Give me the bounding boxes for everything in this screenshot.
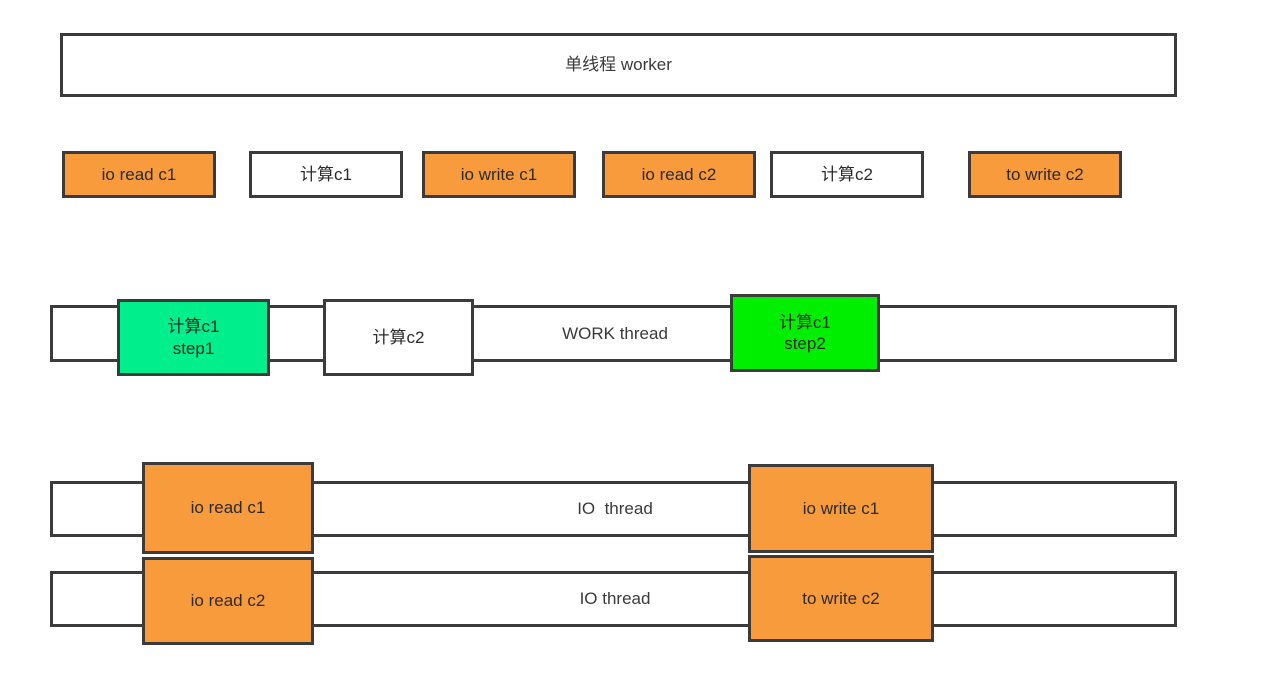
io-thread-track-1-label: IO thread: [577, 499, 653, 518]
step-io-read-c2-label: io read c2: [641, 164, 717, 184]
step-compute-c1-label: 计算c1: [300, 164, 352, 184]
io-block-read-c2-label: io read c2: [190, 591, 266, 611]
single-thread-worker-title-box: 单线程 worker: [60, 33, 1177, 97]
work-block-compute-c2-label: 计算c2: [372, 327, 425, 347]
step-to-write-c2-label: to write c2: [1006, 164, 1084, 184]
io-thread-track-2-label: IO thread: [579, 589, 651, 608]
step-io-write-c1[interactable]: io write c1: [422, 151, 576, 198]
work-block-compute-c1-step1-label: 计算c1 step1: [167, 317, 220, 358]
work-block-compute-c1-step2[interactable]: 计算c1 step2: [730, 294, 880, 372]
work-block-compute-c1-step1[interactable]: 计算c1 step1: [117, 299, 270, 376]
io-block-read-c2[interactable]: io read c2: [142, 557, 314, 645]
single-thread-worker-title-label: 单线程 worker: [565, 55, 672, 75]
io-block-write-c2[interactable]: to write c2: [748, 555, 934, 642]
step-compute-c1[interactable]: 计算c1: [249, 151, 403, 198]
step-io-write-c1-label: io write c1: [460, 164, 538, 184]
step-io-read-c1-label: io read c1: [101, 164, 177, 184]
step-io-read-c2[interactable]: io read c2: [602, 151, 756, 198]
step-compute-c2-label: 计算c2: [821, 164, 873, 184]
io-block-write-c2-label: to write c2: [802, 588, 880, 608]
work-block-compute-c1-step2-label: 计算c1 step2: [779, 312, 831, 353]
io-block-read-c1[interactable]: io read c1: [142, 462, 314, 554]
io-block-write-c1-label: io write c1: [802, 498, 880, 518]
io-block-read-c1-label: io read c1: [190, 498, 266, 518]
step-to-write-c2[interactable]: to write c2: [968, 151, 1122, 198]
work-block-compute-c2[interactable]: 计算c2: [323, 299, 474, 376]
step-io-read-c1[interactable]: io read c1: [62, 151, 216, 198]
step-compute-c2[interactable]: 计算c2: [770, 151, 924, 198]
work-thread-track-label: WORK thread: [562, 323, 668, 343]
io-block-write-c1[interactable]: io write c1: [748, 464, 934, 553]
